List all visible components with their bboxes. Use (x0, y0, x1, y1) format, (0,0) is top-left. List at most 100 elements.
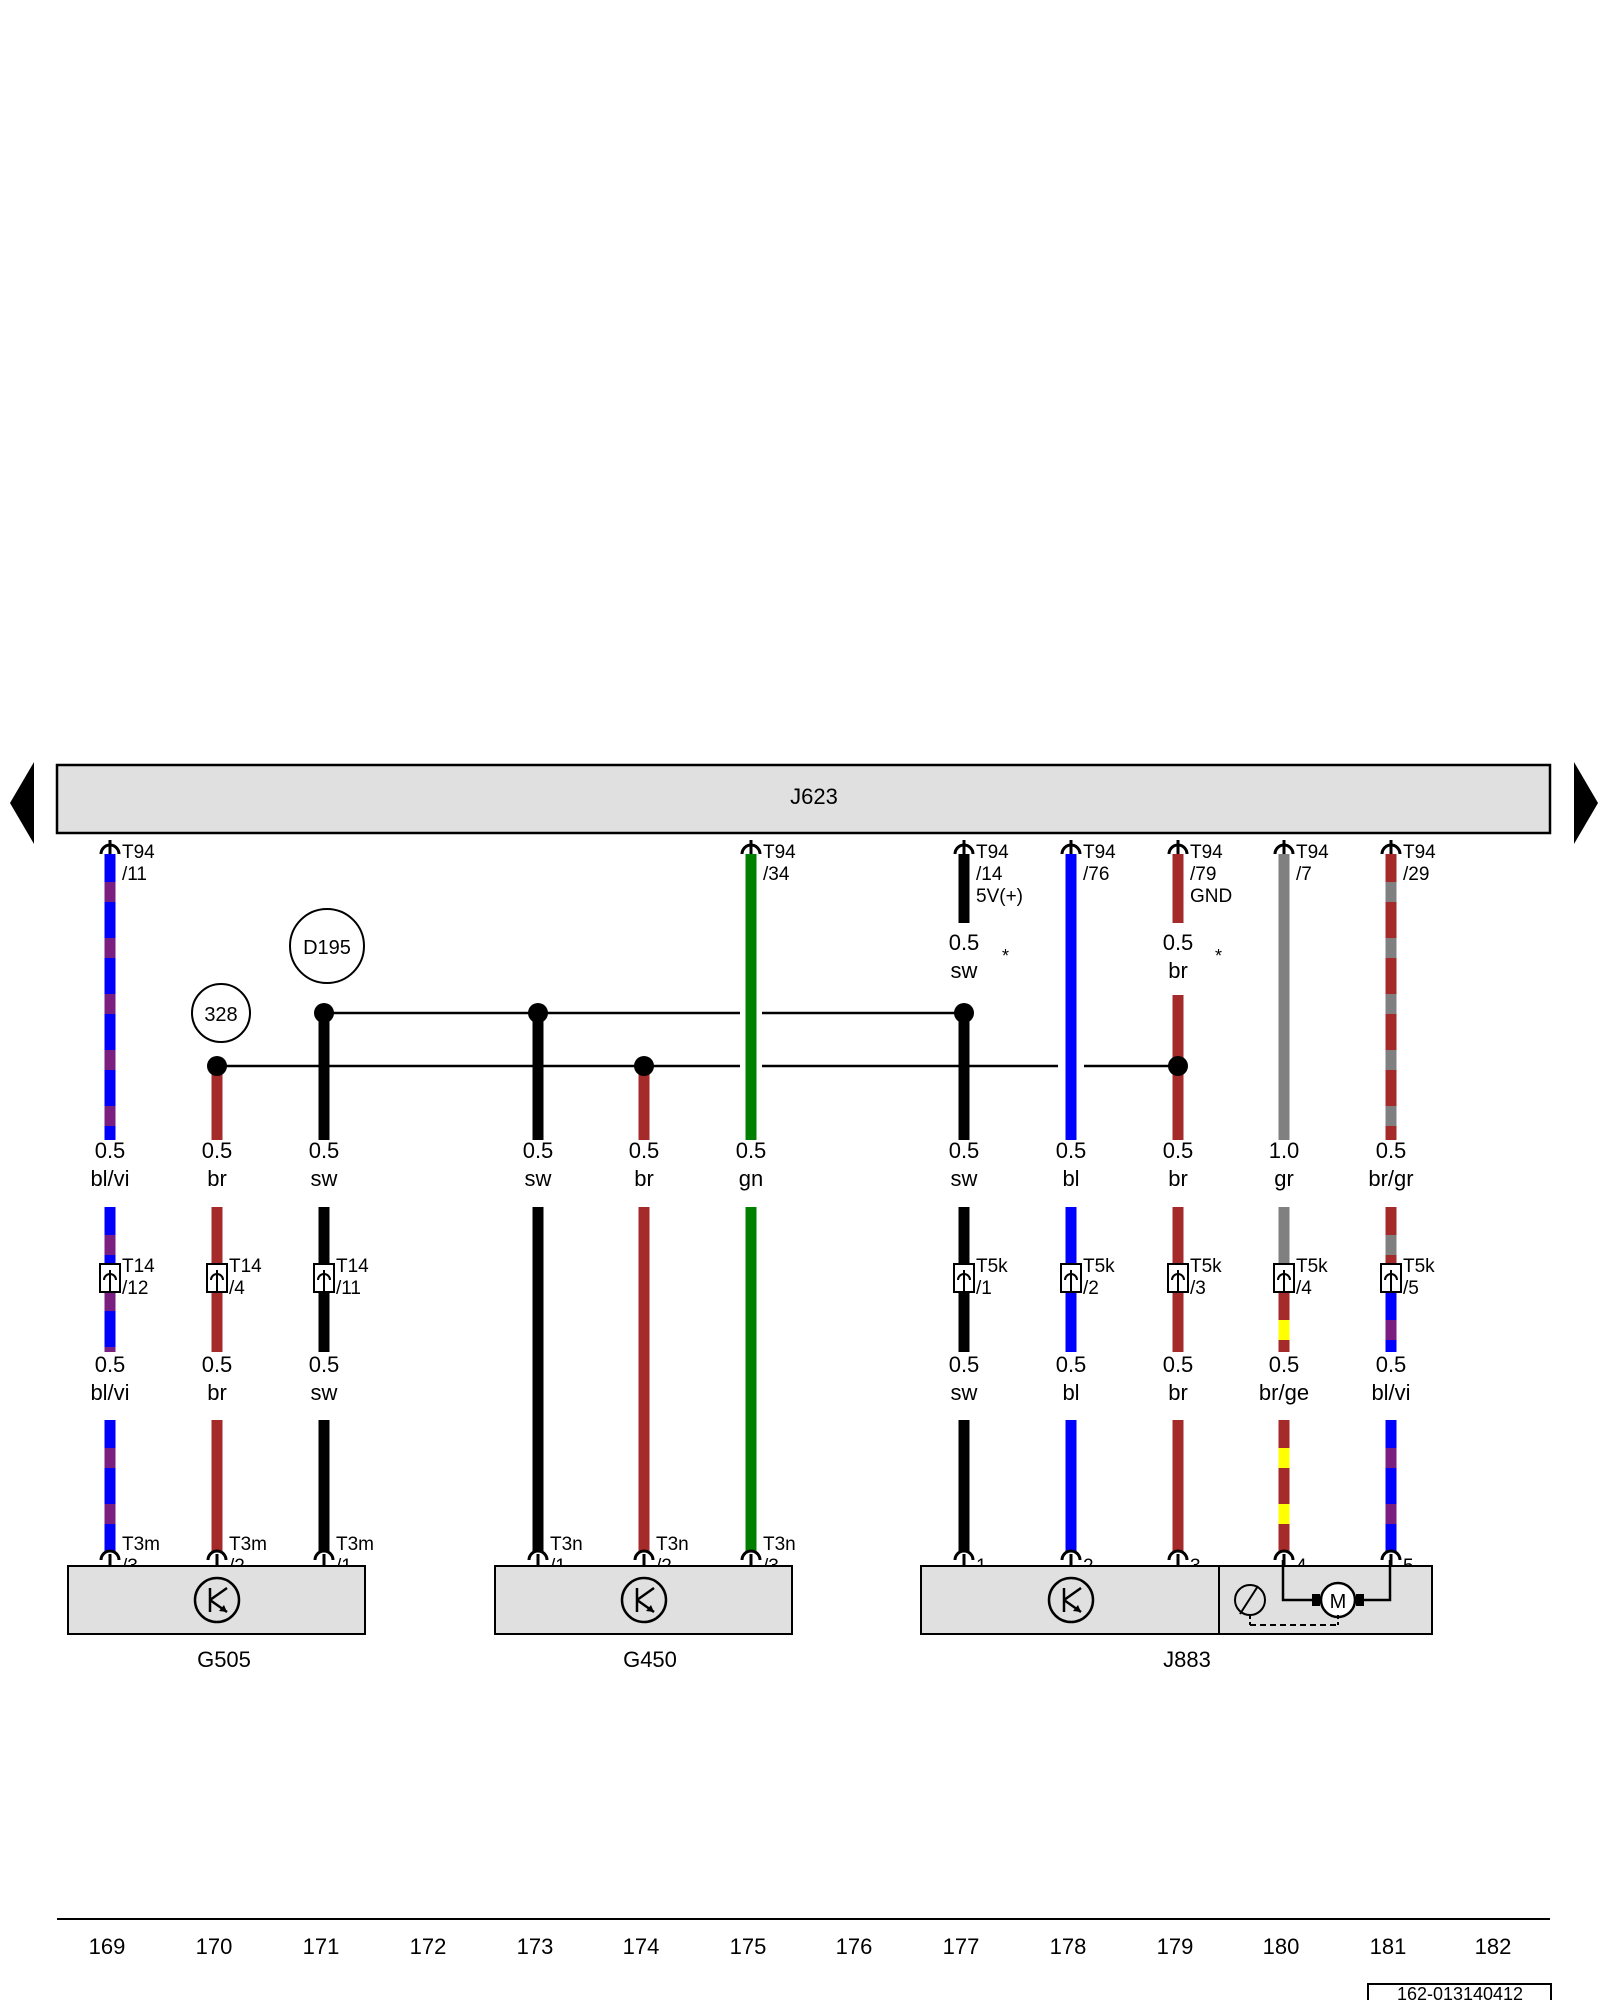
wire-180-top-connector (1273, 840, 1295, 855)
hall-sensor-arrowhead (219, 1605, 227, 1612)
junction-dot (634, 1056, 654, 1076)
wire-171-seg2-color: sw (311, 1380, 338, 1405)
wire-171-seg1-color: sw (311, 1166, 338, 1191)
grid-number-178: 178 (1050, 1934, 1087, 1959)
wire-179-top-seg-color: br (1168, 958, 1188, 983)
wire-174-bot-conn-label: T3n (656, 1534, 689, 1555)
wire-174-seg1-color: br (634, 1166, 654, 1191)
wire-178-seg2-size: 0.5 (1056, 1352, 1087, 1377)
hall-sensor-icon (1047, 1576, 1095, 1624)
grid-number-173: 173 (517, 1934, 554, 1959)
wire-178-mid-conn-label: /2 (1083, 1278, 1099, 1299)
motor-brush-right (1356, 1594, 1364, 1606)
wire-177-top-conn-label: T94 (976, 842, 1009, 863)
doc-id: 162-013140412 (1397, 1984, 1523, 2000)
hall-sensor-arrowhead (1073, 1605, 1081, 1612)
wire-180-bottom-connector-arc (1273, 1549, 1295, 1561)
wire-179-mid-conn-label: /3 (1190, 1278, 1206, 1299)
wire-177-mid-conn-label: /1 (976, 1278, 992, 1299)
splice-328-marker (191, 983, 251, 1043)
wire-175-bottom-connector-arc (740, 1549, 762, 1561)
wire-181-bottom-connector-arc (1380, 1549, 1402, 1561)
grid-number-172: 172 (410, 1934, 447, 1959)
j883-unit-box[interactable] (920, 1565, 1433, 1635)
motor-label: M (1330, 1591, 1347, 1613)
g450-sensor-box[interactable] (494, 1565, 793, 1635)
grid-number-177: 177 (943, 1934, 980, 1959)
prev-page-arrow-icon[interactable] (10, 762, 34, 844)
grid-number-181: 181 (1370, 1934, 1407, 1959)
hall-sensor-arrow-up (636, 1586, 655, 1602)
wire-171-bot-conn-label: T3m (336, 1534, 374, 1555)
wire-181-top-conn-label: /29 (1403, 864, 1429, 885)
wire-173-seg1-color: sw (525, 1166, 552, 1191)
j883-label: J883 (1163, 1647, 1211, 1672)
wire-177-mid-connector (953, 1263, 975, 1293)
wire-173-bottom-connector-arc (527, 1549, 549, 1561)
motor-lead-5 (1364, 1560, 1392, 1602)
g505-sensor-box[interactable] (67, 1565, 366, 1635)
wire-177-mid-conn-label: T5k (976, 1256, 1008, 1277)
wire-180-seg1-color: gr (1274, 1166, 1294, 1191)
wire-170-bottom-connector-arc (206, 1549, 228, 1561)
wire-177-seg2-color: sw (951, 1380, 978, 1405)
wire-169-mid-conn-label: /12 (122, 1278, 148, 1299)
wire-175-top-conn-label: T94 (763, 842, 796, 863)
wire-180-mid-conn-label: T5k (1296, 1256, 1328, 1277)
wire-170-mid-conn-label: /4 (229, 1278, 245, 1299)
wire-181-top-conn-label: T94 (1403, 842, 1436, 863)
wire-179-seg2-color: br (1168, 1380, 1188, 1405)
wire-178-seg2-color: bl (1062, 1380, 1079, 1405)
grid-number-182: 182 (1475, 1934, 1512, 1959)
junction-dot (954, 1003, 974, 1023)
wire-179-seg2-size: 0.5 (1163, 1352, 1194, 1377)
wire-178-bottom-connector-arc (1060, 1549, 1082, 1561)
wire-177-top-seg-size: 0.5 (949, 930, 980, 955)
hall-sensor-arrow-up (1063, 1586, 1082, 1602)
wire-170-bot-conn-label: T3m (229, 1534, 267, 1555)
wire-180-top-conn-label: /7 (1296, 864, 1312, 885)
wire-180-mid-conn-label: /4 (1296, 1278, 1312, 1299)
wire-177-top-conn-label: 5V(+) (976, 886, 1023, 907)
next-page-arrow-icon[interactable] (1574, 762, 1598, 844)
wire-171-bottom-connector-arc (313, 1549, 335, 1561)
grid-number-179: 179 (1157, 1934, 1194, 1959)
wire-178-seg1-color: bl (1062, 1166, 1079, 1191)
wire-178-top-connector (1060, 840, 1082, 855)
asterisk-177: * (1002, 946, 1009, 966)
wire-169-seg2-color: bl/vi (90, 1380, 129, 1405)
wire-177-bottom-connector-arc (953, 1549, 975, 1561)
wire-179-mid-conn-label: T5k (1190, 1256, 1222, 1277)
g450-label: G450 (623, 1647, 677, 1672)
wire-177-top-connector (953, 840, 975, 855)
wire-179-top-conn-label: T94 (1190, 842, 1223, 863)
wire-170-mid-conn-label: T14 (229, 1256, 262, 1277)
wire-173-seg1-size: 0.5 (523, 1138, 554, 1163)
g505-label: G505 (197, 1647, 251, 1672)
wire-181-seg2-size: 0.5 (1376, 1352, 1407, 1377)
wire-170-seg2-color: br (207, 1380, 227, 1405)
wire-177-top-seg-color: sw (951, 958, 978, 983)
wire-175-top-conn-label: /34 (763, 864, 790, 885)
wire-179-top-seg-size: 0.5 (1163, 930, 1194, 955)
wire-181-mid-connector (1380, 1263, 1402, 1293)
wire-169-seg1-size: 0.5 (95, 1138, 126, 1163)
hall-sensor-arrowhead (646, 1605, 654, 1612)
doc-id-box (1367, 1983, 1552, 2000)
wire-171-mid-conn-label: /11 (336, 1278, 361, 1299)
wire-170-seg1-color: br (207, 1166, 227, 1191)
wire-181-seg2-color: bl/vi (1371, 1380, 1410, 1405)
wire-181-mid-conn-label: T5k (1403, 1256, 1435, 1277)
asterisk-179: * (1215, 946, 1222, 966)
wire-181-seg1-size: 0.5 (1376, 1138, 1407, 1163)
wire-169-bottom-connector-arc (99, 1549, 121, 1561)
wire-171-mid-connector (313, 1263, 335, 1293)
junction-dot (314, 1003, 334, 1023)
hall-sensor-icon (193, 1576, 241, 1624)
j623-control-unit[interactable] (55, 763, 1552, 835)
hall-sensor-circle (193, 1576, 241, 1624)
wire-178-mid-connector (1060, 1263, 1082, 1293)
wire-180-seg1-size: 1.0 (1269, 1138, 1300, 1163)
wire-171-mid-conn-label: T14 (336, 1256, 369, 1277)
